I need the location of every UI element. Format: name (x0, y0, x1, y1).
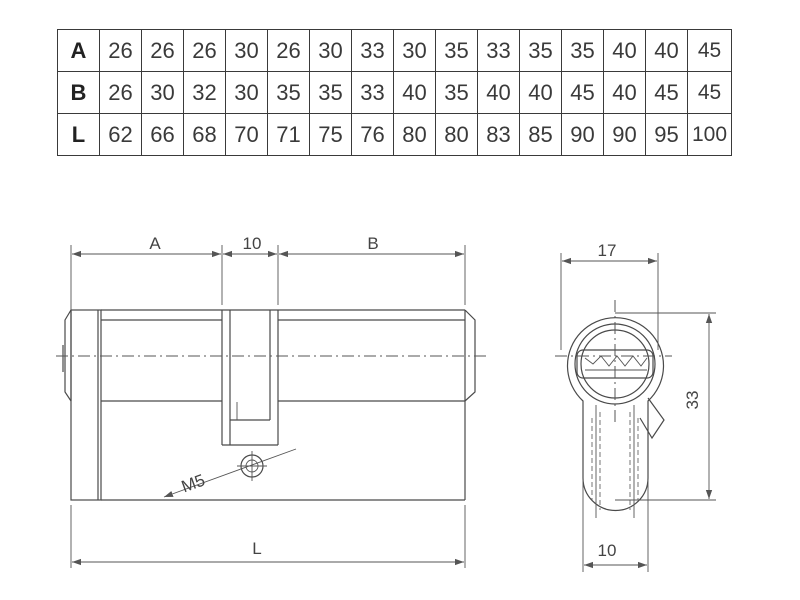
label-height: 33 (683, 391, 702, 410)
table-cell: 100 (687, 113, 732, 156)
table-cell: 85 (519, 113, 562, 156)
table-cell: 68 (183, 113, 226, 156)
label-cam-width: 10 (243, 234, 262, 253)
table-cell: 90 (603, 113, 646, 156)
table-cell: 26 (183, 29, 226, 72)
table-cell: 35 (309, 71, 352, 114)
table-cell: 32 (183, 71, 226, 114)
table-cell: 66 (141, 113, 184, 156)
table-cell: 90 (561, 113, 604, 156)
cam-tail (639, 397, 665, 440)
table-row-a: A 26 26 26 30 26 30 33 30 35 33 35 35 40… (57, 29, 732, 72)
table-cell: 95 (645, 113, 688, 156)
table-cell: 75 (309, 113, 352, 156)
row-header-b: B (57, 71, 100, 114)
label-l: L (252, 539, 261, 558)
plug-face (580, 329, 650, 399)
label-a: A (149, 234, 161, 253)
table-cell: 83 (477, 113, 520, 156)
table-row-b: B 26 30 32 30 35 35 33 40 35 40 40 45 40… (57, 71, 732, 114)
table-cell: 62 (99, 113, 142, 156)
table-cell: 71 (267, 113, 310, 156)
row-header-a: A (57, 29, 100, 72)
keyway-profile (584, 355, 648, 367)
m5-screw-hole (163, 448, 297, 498)
label-thread: M5 (179, 471, 208, 497)
table-cell: 70 (225, 113, 268, 156)
table-cell: 33 (351, 71, 394, 114)
label-bottom-width: 10 (598, 541, 617, 560)
table-cell: 45 (561, 71, 604, 114)
table-cell: 40 (393, 71, 436, 114)
table-cell: 40 (519, 71, 562, 114)
row-header-l: L (57, 113, 100, 156)
table-cell: 35 (435, 29, 478, 72)
table-cell: 26 (99, 71, 142, 114)
label-b: B (367, 234, 378, 253)
front-flange (70, 309, 102, 501)
table-cell: 26 (99, 29, 142, 72)
table-cell: 80 (435, 113, 478, 156)
table-cell: 80 (393, 113, 436, 156)
table-cell: 35 (435, 71, 478, 114)
table-cell: 45 (687, 71, 732, 114)
label-width: 17 (598, 241, 617, 260)
table-cell: 30 (309, 29, 352, 72)
table-cell: 26 (267, 29, 310, 72)
dimension-table: A 26 26 26 30 26 30 33 30 35 33 35 35 40… (57, 29, 732, 156)
table-row-l: L 62 66 68 70 71 75 76 80 80 83 85 90 90… (57, 113, 732, 156)
pin-holes (591, 405, 639, 518)
table-cell: 40 (603, 71, 646, 114)
table-cell: 30 (141, 71, 184, 114)
table-cell: 35 (267, 71, 310, 114)
table-cell: 40 (645, 29, 688, 72)
cam-slot (221, 310, 279, 446)
profile-outline (566, 317, 665, 512)
cylinder-end-view: 17 33 10 (555, 241, 716, 572)
table-cell: 35 (519, 29, 562, 72)
cylinder-side-view: A 10 B L M5 (56, 234, 486, 568)
table-cell: 30 (393, 29, 436, 72)
